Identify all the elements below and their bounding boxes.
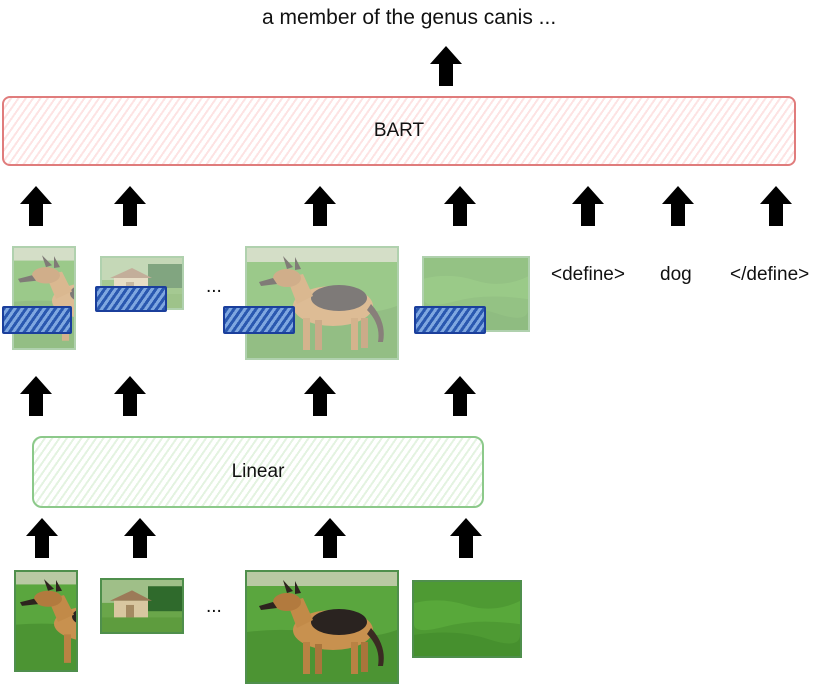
up-arrow-icon bbox=[758, 184, 794, 228]
linear-block: Linear bbox=[32, 436, 484, 508]
up-arrow-icon bbox=[312, 516, 348, 560]
visual-token-bar bbox=[223, 306, 295, 334]
ellipsis: ... bbox=[206, 596, 222, 617]
up-arrow-icon bbox=[24, 516, 60, 560]
up-arrow-icon bbox=[442, 374, 478, 418]
token-word: dog bbox=[660, 264, 692, 285]
visual-token-bar bbox=[95, 286, 167, 312]
input-image-dog-full bbox=[245, 570, 399, 684]
up-arrow-icon bbox=[448, 516, 484, 560]
up-arrow-icon bbox=[112, 184, 148, 228]
token-define-close: </define> bbox=[730, 264, 810, 285]
output-text: a member of the genus canis ... bbox=[262, 6, 557, 29]
up-arrow-icon bbox=[18, 184, 54, 228]
up-arrow-icon bbox=[570, 184, 606, 228]
ellipsis: ... bbox=[206, 276, 222, 297]
up-arrow-icon bbox=[302, 184, 338, 228]
input-image-grass bbox=[412, 580, 522, 658]
token-define-open: <define> bbox=[551, 264, 625, 285]
up-arrow-icon bbox=[122, 516, 158, 560]
up-arrow-icon bbox=[442, 184, 478, 228]
patch-image-dog-full bbox=[245, 246, 399, 360]
visual-token-bar bbox=[2, 306, 72, 334]
bart-label: BART bbox=[373, 120, 425, 141]
bart-block: BART bbox=[2, 96, 796, 166]
up-arrow-icon bbox=[112, 374, 148, 418]
visual-token-bar bbox=[414, 306, 486, 334]
up-arrow-icon bbox=[428, 44, 464, 88]
up-arrow-icon bbox=[302, 374, 338, 418]
linear-label: Linear bbox=[231, 461, 285, 482]
input-image-shed bbox=[100, 578, 184, 634]
up-arrow-icon bbox=[660, 184, 696, 228]
patch-image-dog-crop bbox=[12, 246, 76, 350]
up-arrow-icon bbox=[18, 374, 54, 418]
input-image-dog-crop bbox=[14, 570, 78, 672]
